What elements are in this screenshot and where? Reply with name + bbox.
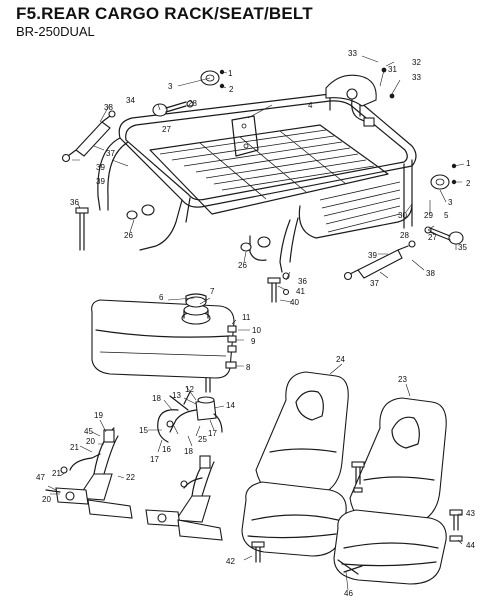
part-label-29: 29 — [424, 211, 433, 220]
fuel-tank — [91, 299, 235, 393]
part-label-38: 38 — [104, 103, 113, 112]
part-label-41: 41 — [296, 287, 305, 296]
part-number-labels-repeat: 1 2 3 26 27 28 33 36 37 38 39 39 17 18 2… — [42, 73, 471, 504]
part-label-23: 23 — [398, 375, 407, 384]
part-number-labels: 1 2 3 4 5 6 7 8 9 10 11 12 13 14 15 16 1… — [36, 49, 475, 598]
part-label-2: 2 — [229, 85, 234, 94]
part-label-4: 4 — [308, 101, 313, 110]
part-label-21-lower: 21 — [52, 469, 61, 478]
model-label: BR-250DUAL — [16, 24, 95, 39]
part-label-39: 39 — [96, 163, 105, 172]
part-label-35: 35 — [458, 243, 467, 252]
seat-right — [333, 397, 447, 585]
callout-leaders — [47, 55, 465, 591]
part-label-15: 15 — [139, 426, 148, 435]
part-label-32: 32 — [412, 58, 421, 67]
part-label-45: 45 — [84, 427, 93, 436]
part-label-39-right: 39 — [368, 251, 377, 260]
part-label-12: 12 — [185, 385, 194, 394]
part-label-10: 10 — [252, 326, 261, 335]
part-label-24: 24 — [336, 355, 345, 364]
part-label-1: 1 — [228, 69, 233, 78]
part-label-21: 21 — [70, 443, 79, 452]
cargo-rack — [97, 93, 417, 273]
part-label-26-rear: 26 — [238, 261, 247, 270]
part-label-46: 46 — [344, 589, 353, 598]
part-label-37: 37 — [106, 149, 115, 158]
part-label-22: 22 — [126, 473, 135, 482]
part-label-18-lower: 18 — [184, 447, 193, 456]
fuel-fittings — [225, 325, 237, 369]
rack-bolts — [75, 207, 290, 303]
part-label-16: 16 — [162, 445, 171, 454]
part-label-27-right: 27 — [428, 233, 437, 242]
part-label-39-left: 39 — [96, 177, 105, 186]
part-label-13: 13 — [172, 391, 181, 400]
fuel-valve — [157, 391, 223, 443]
fuel-cap — [185, 293, 207, 308]
part-label-44: 44 — [466, 541, 475, 550]
part-label-6: 6 — [159, 293, 164, 302]
part-label-43: 43 — [466, 509, 475, 518]
part-label-33: 33 — [348, 49, 357, 58]
part-label-40: 40 — [290, 298, 299, 307]
part-label-47: 47 — [36, 473, 45, 482]
part-label-27: 27 — [162, 125, 171, 134]
part-label-17-lower: 17 — [150, 455, 159, 464]
part-label-3-right: 3 — [448, 198, 453, 207]
part-label-28: 28 — [188, 99, 197, 108]
part-label-36: 36 — [70, 198, 79, 207]
part-label-26: 26 — [124, 231, 133, 240]
gas-strut-left — [61, 110, 116, 163]
part-label-18: 18 — [152, 394, 161, 403]
part-label-37-right: 37 — [370, 279, 379, 288]
part-label-34: 34 — [126, 96, 135, 105]
part-label-30: 30 — [398, 211, 407, 220]
part-label-38-right: 38 — [426, 269, 435, 278]
turn-signal-left — [152, 100, 194, 117]
part-label-31: 31 — [388, 65, 397, 74]
part-label-33-lower: 33 — [412, 73, 421, 82]
tail-light-left — [200, 69, 225, 89]
part-label-9: 9 — [251, 337, 256, 346]
seat-belt-left — [45, 427, 133, 519]
part-label-42: 42 — [226, 557, 235, 566]
part-label-3: 3 — [168, 82, 173, 91]
part-label-20-lower: 20 — [42, 495, 51, 504]
seat-left — [241, 371, 349, 557]
seat-hardware — [251, 461, 463, 575]
top-light-assembly — [325, 67, 395, 127]
tail-light-right — [430, 163, 457, 190]
part-label-8: 8 — [246, 363, 251, 372]
part-label-20: 20 — [86, 437, 95, 446]
page-title: F5.REAR CARGO RACK/SEAT/BELT — [16, 4, 313, 23]
part-label-11: 11 — [242, 313, 251, 322]
seat-belt-right — [145, 455, 223, 541]
part-label-19: 19 — [94, 411, 103, 420]
part-label-1-right: 1 — [466, 159, 471, 168]
part-label-25: 25 — [198, 435, 207, 444]
part-label-5: 5 — [444, 211, 449, 220]
part-label-36-rear: 36 — [298, 277, 307, 286]
part-label-14: 14 — [226, 401, 235, 410]
part-label-7: 7 — [210, 287, 215, 296]
part-label-2-right: 2 — [466, 179, 471, 188]
part-label-28-right: 28 — [400, 231, 409, 240]
part-label-17: 17 — [208, 429, 217, 438]
gas-strut-right — [343, 240, 416, 281]
